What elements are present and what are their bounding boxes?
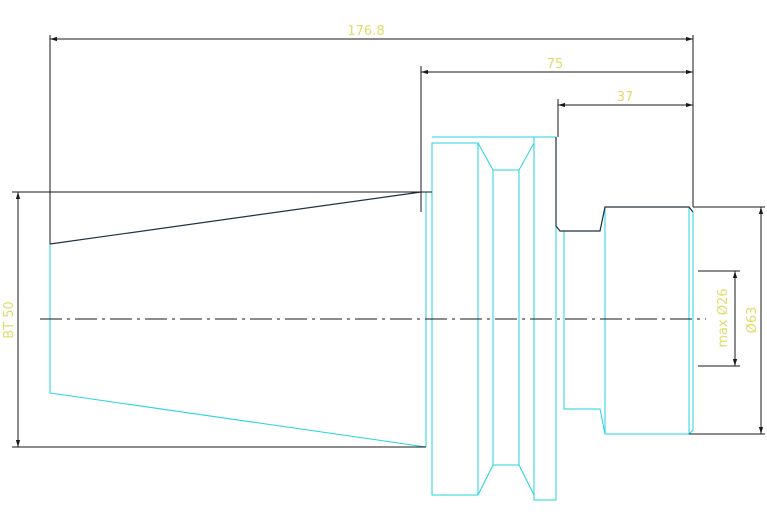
label-overall-length: 176.8 xyxy=(347,24,384,39)
taper-top-edge xyxy=(49,191,422,245)
taper-outline xyxy=(49,244,427,448)
visible-edges xyxy=(49,137,694,245)
neck-top-edge xyxy=(555,137,694,232)
v-groove-bottom xyxy=(492,169,520,466)
label-length-75: 75 xyxy=(547,57,564,72)
label-length-37: 37 xyxy=(617,90,634,105)
dimension-labels: 176.8 75 37 BT 50 max Ø26 Ø63 xyxy=(2,24,760,348)
nose-chamfer xyxy=(688,206,694,435)
label-bore: max Ø26 xyxy=(716,288,731,347)
neck-outline xyxy=(555,137,606,435)
label-taper: BT 50 xyxy=(2,301,17,339)
label-diameter: Ø63 xyxy=(745,307,760,334)
dimensions xyxy=(12,35,765,448)
nose-body xyxy=(604,206,690,435)
